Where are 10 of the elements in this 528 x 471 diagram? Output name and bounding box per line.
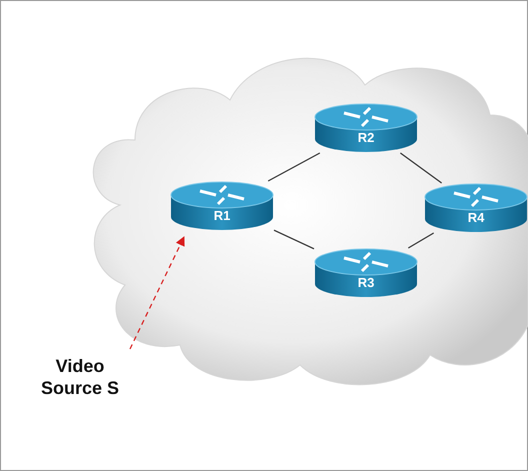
link-line: [400, 152, 442, 184]
router-label: R1: [212, 208, 232, 223]
link-line: [408, 232, 434, 249]
source-label: Video Source S: [40, 355, 120, 399]
link-line: [274, 230, 314, 250]
arrow: [129, 236, 185, 350]
router-label: R4: [466, 210, 486, 225]
router-label: R2: [356, 130, 376, 145]
link-line: [268, 152, 320, 182]
router-label: R3: [356, 275, 376, 290]
